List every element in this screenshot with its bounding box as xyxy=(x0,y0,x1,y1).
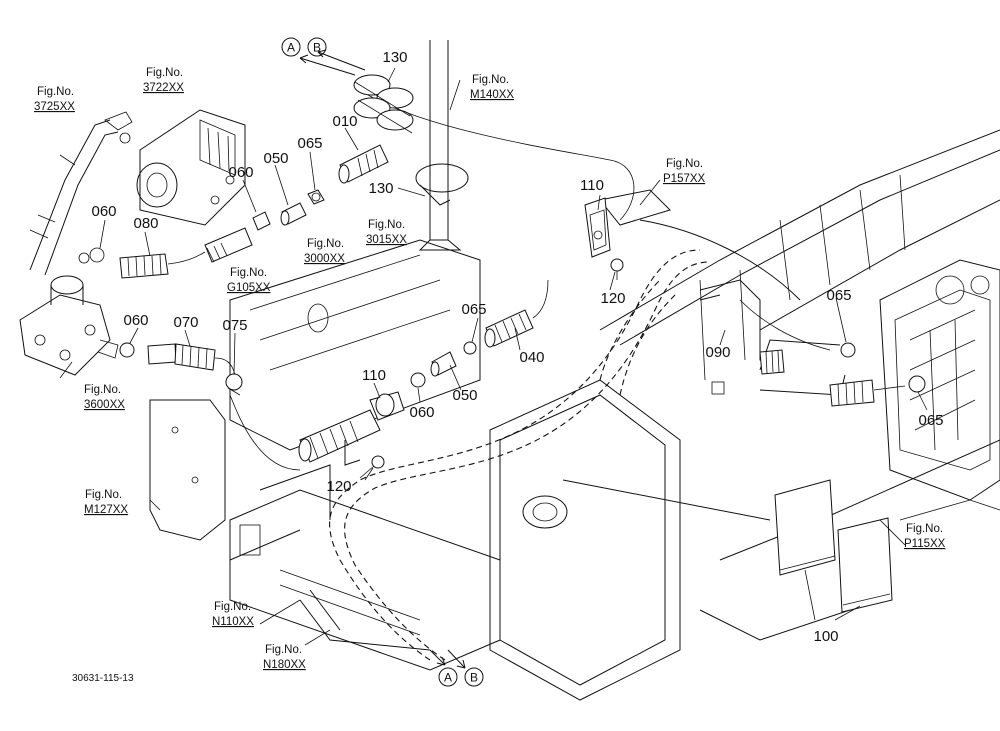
fig-ref-n180-label: Fig.No. xyxy=(265,644,302,656)
label-050-mid: 050 xyxy=(452,387,477,404)
connector-b-top xyxy=(307,37,327,57)
part-110-top-clamp xyxy=(584,197,611,258)
part-130-upper-clamp xyxy=(353,74,414,134)
part-010-hose xyxy=(338,144,389,184)
fig-ref-n110-label: Fig.No. xyxy=(214,601,251,613)
label-065-right-top: 065 xyxy=(826,287,851,304)
fig-ref-m140-label: Fig.No. xyxy=(472,74,509,86)
connector-arrows-bottom xyxy=(429,649,466,669)
fig-ref-g105-label: Fig.No. xyxy=(230,267,267,279)
fig-ref-3015-label: Fig.No. xyxy=(368,219,405,231)
label-100: 100 xyxy=(813,628,838,645)
label-070: 070 xyxy=(173,314,198,331)
fig-ref-3600-label: Fig.No. xyxy=(84,384,121,396)
fig-ref-3015-number: 3015XX xyxy=(366,234,407,246)
fig-ref-3000-label: Fig.No. xyxy=(307,238,344,250)
label-065-mid: 065 xyxy=(461,301,486,318)
part-060-070-hose xyxy=(119,342,236,376)
fig-ref-p157-number: P157XX xyxy=(663,173,706,185)
label-075: 075 xyxy=(222,317,247,334)
routing-lines xyxy=(329,249,711,661)
part-valve-3600 xyxy=(19,275,119,376)
fig-ref-3725-label: Fig.No. xyxy=(37,86,74,98)
fig-ref-3600-number: 3600XX xyxy=(84,399,125,411)
part-090-pipe xyxy=(699,279,785,375)
part-130-mid-clamp xyxy=(415,163,469,206)
part-075-clamp xyxy=(225,373,243,396)
connector-a-bottom xyxy=(438,667,458,687)
label-065-right-bottom: 065 xyxy=(918,412,943,429)
part-110-mid-hose xyxy=(298,391,405,466)
fig-ref-m140-number: M140XX xyxy=(470,89,514,101)
label-120-top: 120 xyxy=(600,290,625,307)
fig-ref-p157-label: Fig.No. xyxy=(666,158,703,170)
fig-ref-p115-number: P115XX xyxy=(904,538,946,550)
label-050-top: 050 xyxy=(263,150,288,167)
figure-references: Fig.No. 3725XX Fig.No. 3722XX Fig.No. M1… xyxy=(34,67,946,671)
part-040-050-060-065-mid xyxy=(410,279,549,388)
fig-ref-n180-number: N180XX xyxy=(263,659,306,671)
part-pipe-3725 xyxy=(29,111,133,276)
label-090: 090 xyxy=(705,344,730,361)
part-120-top-bolt xyxy=(610,258,624,280)
part-050-065-top-fittings xyxy=(280,189,325,226)
label-060-lower: 060 xyxy=(123,312,148,329)
part-100-pads xyxy=(774,479,893,613)
label-060-mid: 060 xyxy=(409,404,434,421)
reference-code: 30631-115-13 xyxy=(72,673,134,684)
fig-ref-3722-number: 3722XX xyxy=(143,82,184,94)
part-065-right-fittings xyxy=(829,342,926,407)
part-number-labels: 130 010 065 050 060 130 060 080 110 120 … xyxy=(91,49,943,645)
connector-a-bottom-label: A xyxy=(444,671,452,685)
fig-ref-p115-label: Fig.No. xyxy=(906,523,943,535)
connector-a-top xyxy=(281,37,301,57)
fig-ref-m127-number: M127XX xyxy=(84,504,128,516)
fig-ref-g105-number: G105XX xyxy=(227,282,271,294)
connector-b-top-label: B xyxy=(313,41,321,55)
label-040: 040 xyxy=(519,349,544,366)
label-065-top: 065 xyxy=(297,135,322,152)
label-060-left: 060 xyxy=(91,203,116,220)
label-110-mid: 110 xyxy=(362,367,386,384)
label-110-top: 110 xyxy=(580,177,604,194)
label-080: 080 xyxy=(133,215,158,232)
label-130-top: 130 xyxy=(382,49,407,66)
connector-arrows-top xyxy=(299,49,366,76)
connector-b-bottom-label: B xyxy=(470,671,478,685)
label-060-upper: 060 xyxy=(228,164,253,181)
connector-a-top-label: A xyxy=(287,41,295,55)
leader-lines xyxy=(59,67,928,646)
fig-ref-m127-label: Fig.No. xyxy=(85,489,122,501)
label-120-mid: 120 xyxy=(326,478,351,495)
fig-ref-n110-number: N110XX xyxy=(212,616,254,628)
part-120-mid-bolt xyxy=(364,455,385,481)
label-010: 010 xyxy=(332,113,357,130)
fig-ref-3725-number: 3725XX xyxy=(34,101,75,113)
label-130-mid: 130 xyxy=(368,180,393,197)
fig-ref-3000-number: 3000XX xyxy=(304,253,345,265)
connector-b-bottom xyxy=(464,667,484,687)
frame-structure xyxy=(149,40,1000,701)
fig-ref-3722-label: Fig.No. xyxy=(146,67,183,79)
